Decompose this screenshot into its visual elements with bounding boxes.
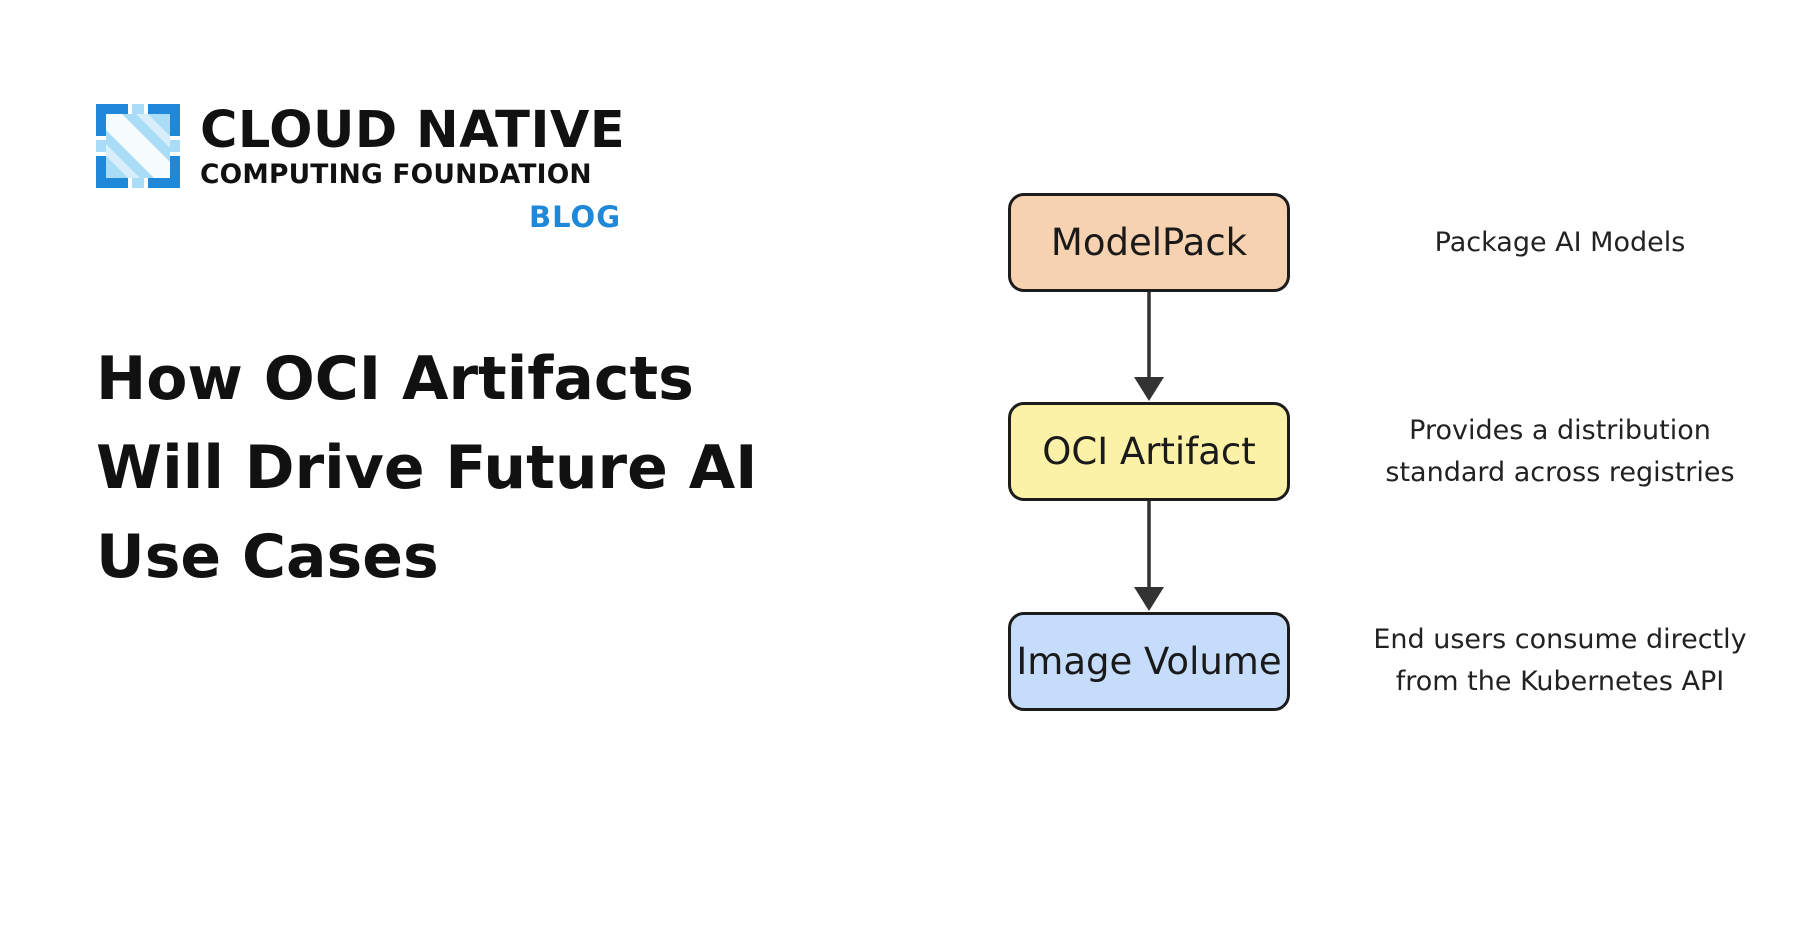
description-line: Provides a distribution [1409, 415, 1711, 446]
node-label: OCI Artifact [1042, 430, 1256, 473]
node-description-modelpack: Package AI Models [1340, 222, 1780, 264]
node-label: ModelPack [1050, 221, 1248, 264]
logo-text-cloud-native: CLOUD NATIVE [200, 101, 626, 160]
arrow-oci-artifact-to-image-volume [1134, 501, 1164, 611]
node-description-oci-artifact: Provides a distribution standard across … [1340, 410, 1780, 494]
description-line: Package AI Models [1434, 227, 1686, 258]
description-line: standard across registries [1385, 457, 1735, 488]
node-description-image-volume: End users consume directly from the Kube… [1340, 619, 1780, 703]
node-label: Image Volume [1016, 640, 1282, 683]
node-image-volume: Image Volume [1008, 612, 1290, 711]
logo-text-computing-foundation: COMPUTING FOUNDATION [200, 159, 592, 190]
node-modelpack: ModelPack [1008, 193, 1290, 292]
article-title-line: How OCI Artifacts [96, 344, 694, 414]
node-oci-artifact: OCI Artifact [1008, 402, 1290, 501]
cncf-logo-mark-icon [96, 104, 180, 188]
description-line: from the Kubernetes API [1395, 666, 1725, 697]
article-title-line: Will Drive Future AI [96, 433, 758, 503]
logo-text-blog: BLOG [529, 200, 622, 234]
arrow-modelpack-to-oci-artifact [1134, 292, 1164, 401]
article-title: How OCI Artifacts Will Drive Future AI U… [96, 335, 796, 602]
description-line: End users consume directly [1373, 624, 1747, 655]
article-title-line: Use Cases [96, 522, 439, 592]
